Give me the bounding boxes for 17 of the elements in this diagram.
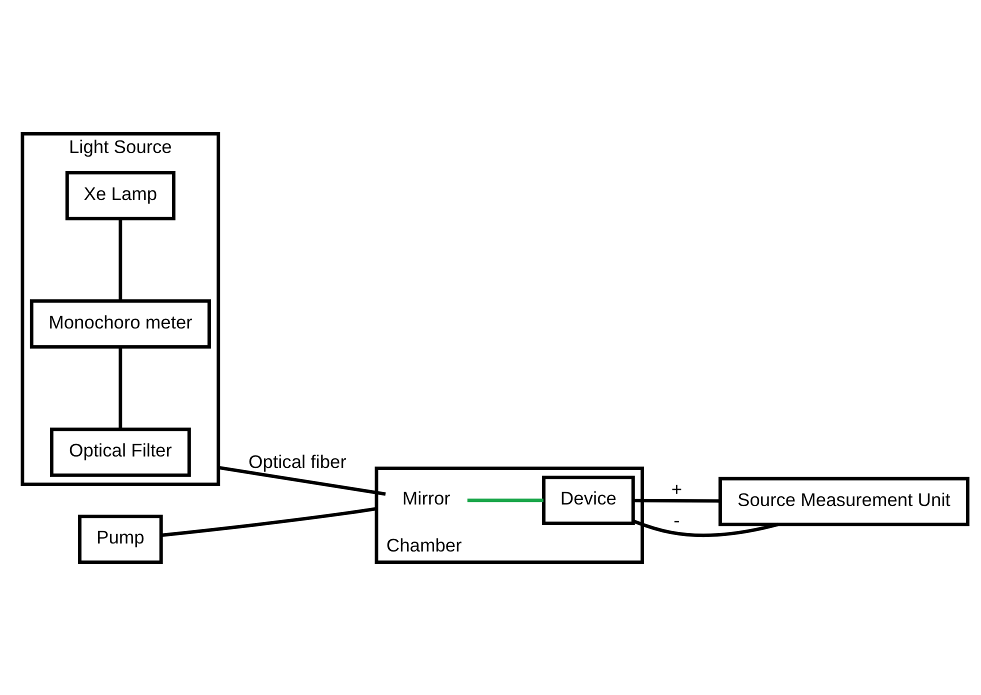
connector bbox=[467, 498, 544, 502]
node-box: Xe Lamp bbox=[65, 170, 176, 220]
node-box: Monochoro meter bbox=[30, 298, 211, 348]
connector bbox=[118, 346, 122, 429]
connector bbox=[218, 465, 386, 496]
edge-label: Optical fiber bbox=[248, 450, 346, 472]
node-box: Optical Filter bbox=[50, 427, 191, 476]
connector bbox=[118, 218, 122, 300]
node-box: Device bbox=[542, 475, 635, 525]
edge-label: - bbox=[674, 509, 680, 530]
edge-label: + bbox=[671, 478, 682, 500]
node-box: Source Measurement Unit bbox=[718, 476, 970, 526]
connector bbox=[161, 506, 377, 536]
node-text: Mirror bbox=[402, 487, 450, 508]
node-box: Pump bbox=[78, 514, 163, 564]
connector bbox=[632, 519, 778, 536]
connector bbox=[633, 498, 720, 502]
